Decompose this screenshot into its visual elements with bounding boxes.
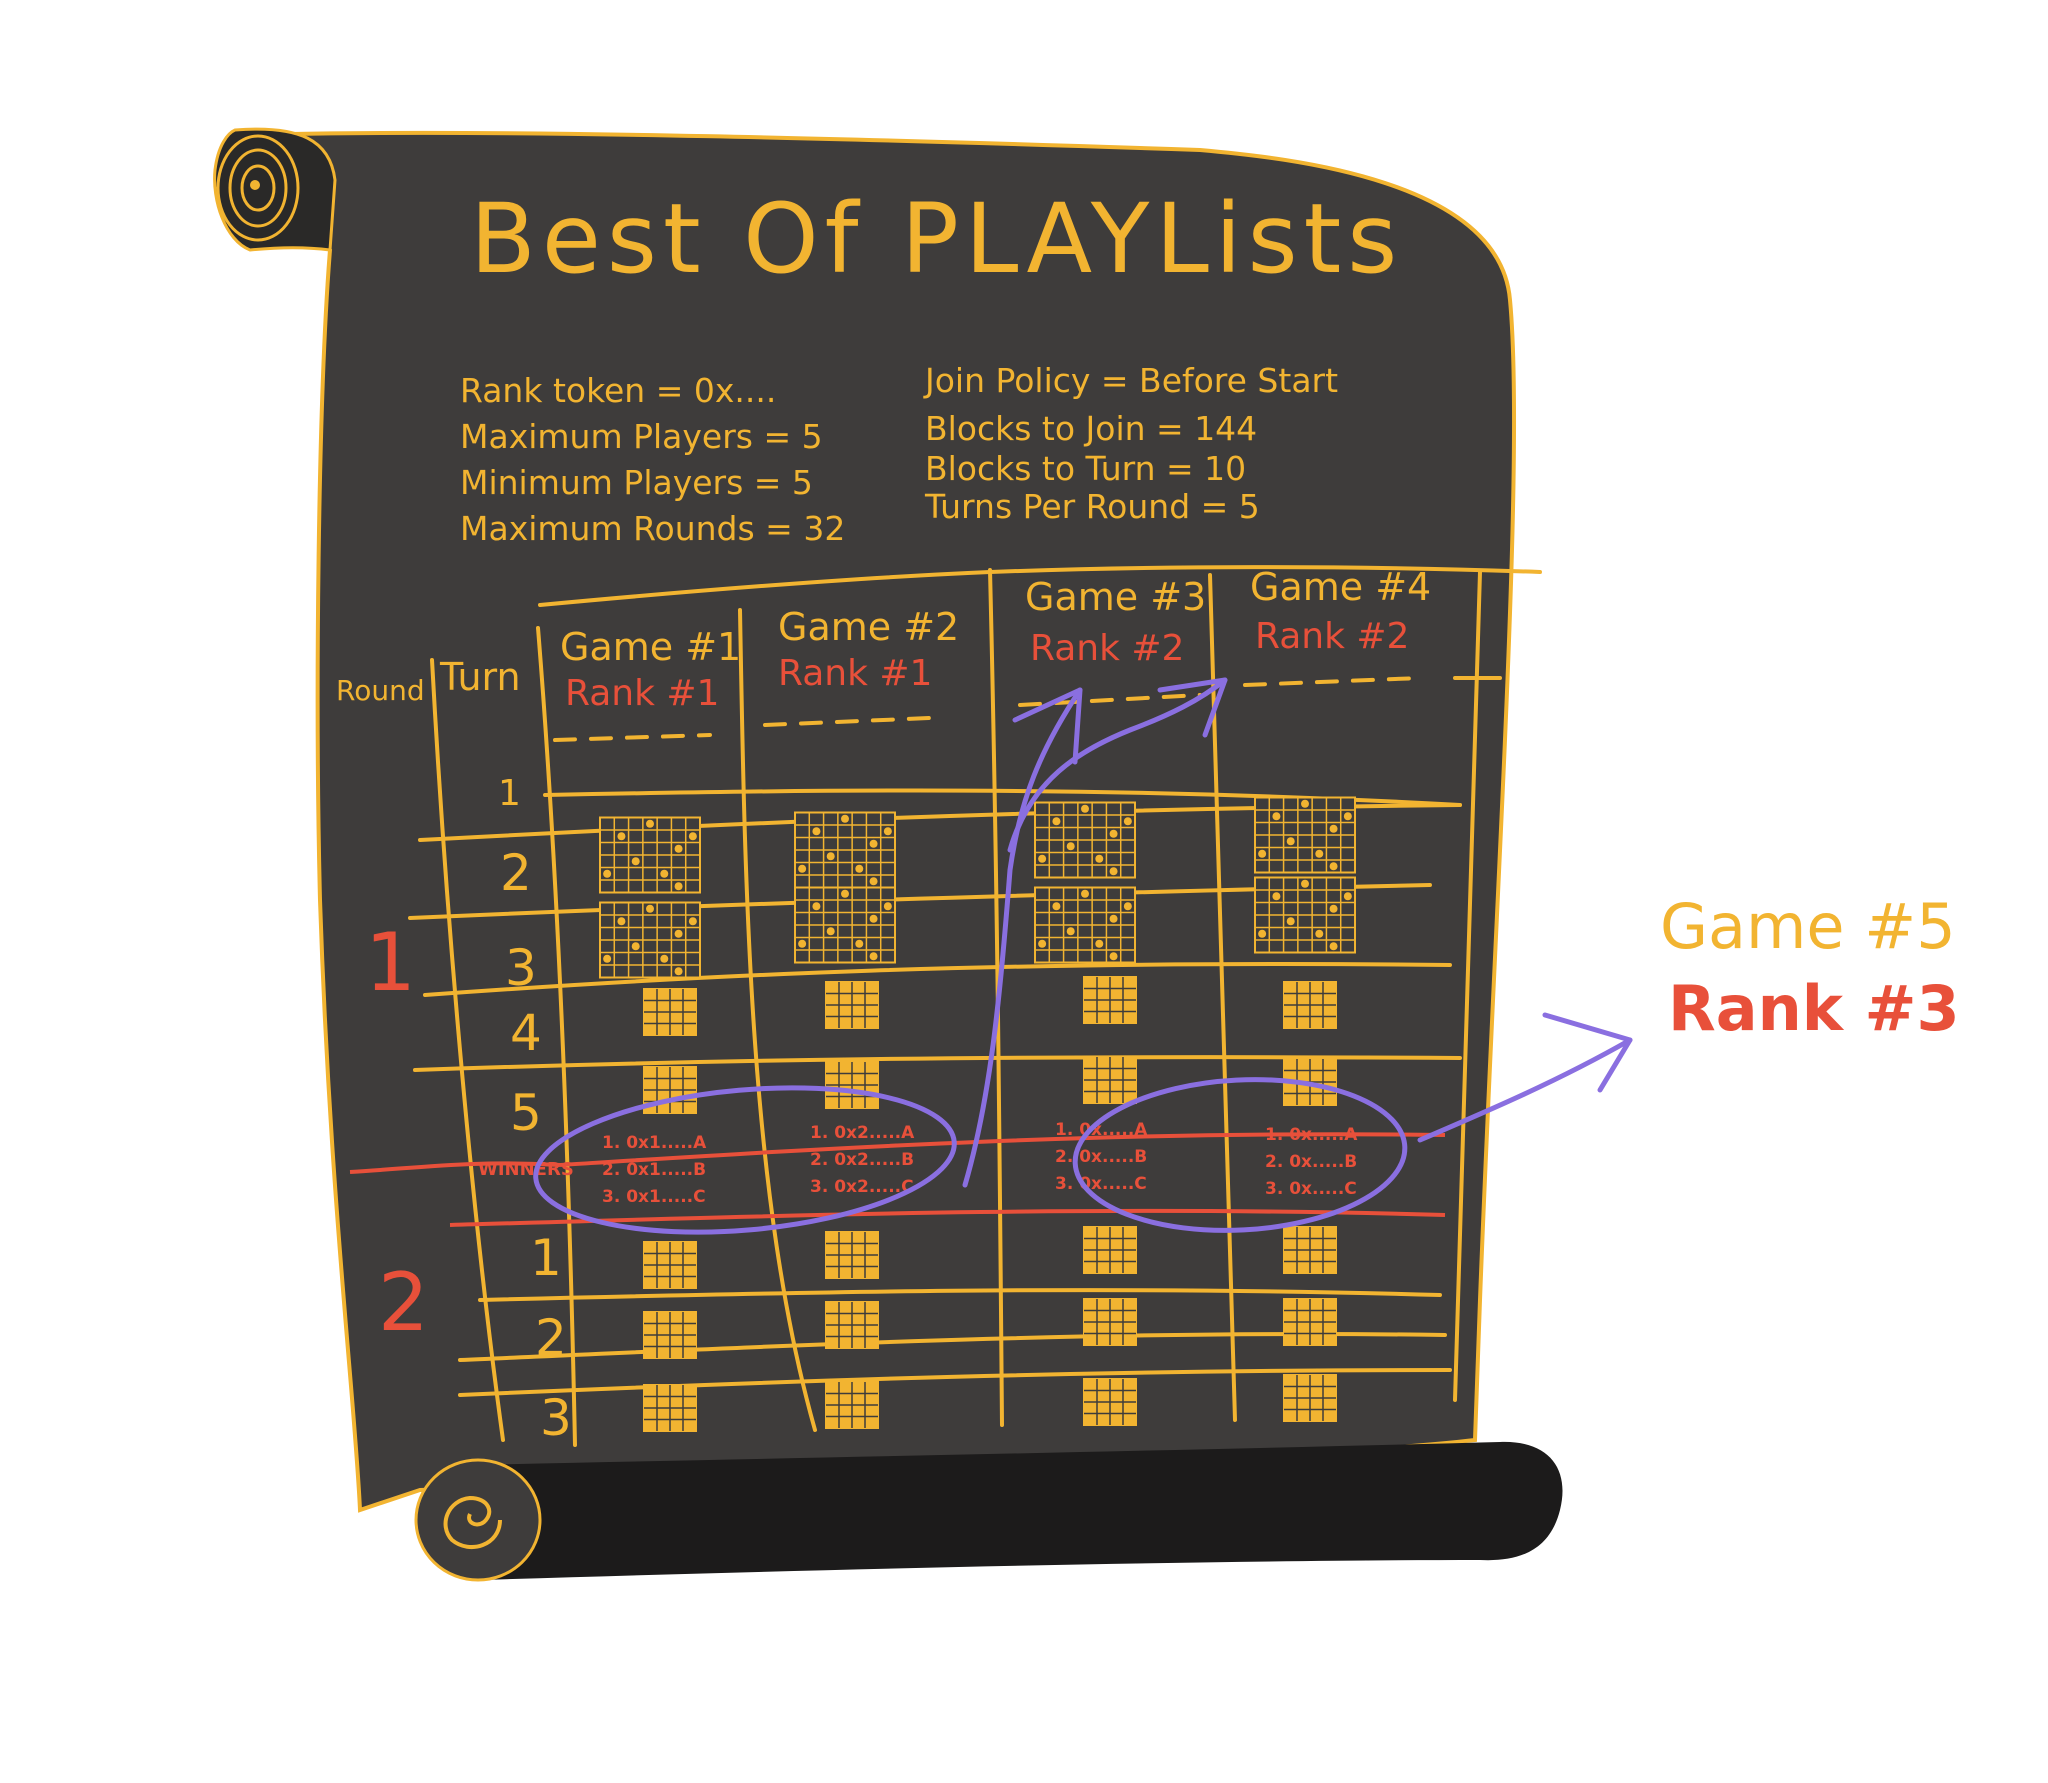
winners-circle-right bbox=[1072, 1077, 1408, 1233]
winner-g4-2: 2. 0x.....B bbox=[1265, 1152, 1357, 1172]
winner-g1-2: 2. 0x1.....B bbox=[602, 1160, 706, 1180]
winner-g4-3: 3. 0x.....C bbox=[1265, 1179, 1357, 1199]
game-1-rank: Rank #1 bbox=[565, 673, 719, 714]
board-r1-t3-g2 bbox=[794, 886, 896, 964]
r2-turn-3: 3 bbox=[540, 1389, 572, 1447]
promotion-annotations bbox=[533, 677, 1633, 1235]
r1-turn-2: 2 bbox=[500, 844, 532, 902]
param-turns-per-round: Turns Per Round = 5 bbox=[924, 487, 1260, 526]
promotion-game-name: Game #5 bbox=[1660, 890, 1956, 963]
board-r1-t3-g4 bbox=[1254, 876, 1356, 954]
game-1-name: Game #1 bbox=[560, 625, 741, 669]
board-r1-t2-g1 bbox=[599, 816, 701, 894]
arrow-to-game-5 bbox=[1417, 1037, 1633, 1143]
board-r2-t1-g3 bbox=[1083, 1226, 1137, 1274]
r2-turn-1: 1 bbox=[530, 1229, 562, 1287]
board-r2-t3-g1 bbox=[643, 1384, 697, 1432]
board-r2-t1-g2 bbox=[825, 1231, 879, 1279]
params-right: Join Policy = Before Start Blocks to Joi… bbox=[923, 361, 1338, 526]
game-2-rank: Rank #1 bbox=[778, 653, 932, 694]
winner-g3-3: 3. 0x.....C bbox=[1055, 1174, 1147, 1194]
bottom-roll bbox=[414, 1441, 1563, 1582]
round-1-label: 1 bbox=[365, 916, 416, 1009]
board-r2-t1-g4 bbox=[1283, 1226, 1337, 1274]
param-blocks-to-turn: Blocks to Turn = 10 bbox=[925, 449, 1246, 488]
param-min-players: Minimum Players = 5 bbox=[460, 463, 813, 502]
round-header: Round bbox=[336, 674, 425, 707]
winner-g2-2: 2. 0x2.....B bbox=[810, 1150, 914, 1170]
params-left: Rank token = 0x.... Maximum Players = 5 … bbox=[460, 371, 845, 548]
winner-g3-1: 1. 0x.....A bbox=[1055, 1120, 1148, 1140]
turn-numbers: 1 2 3 4 5 1 2 3 bbox=[498, 773, 572, 1447]
arrow-to-game-4 bbox=[1007, 677, 1228, 853]
board-r2-t3-g3 bbox=[1083, 1378, 1137, 1426]
winner-g2-1: 1. 0x2.....A bbox=[810, 1123, 915, 1143]
game-2-name: Game #2 bbox=[778, 605, 959, 649]
winners-game-3: 1. 0x.....A 2. 0x.....B 3. 0x.....C bbox=[1055, 1120, 1148, 1194]
board-r2-t2-g4 bbox=[1283, 1298, 1337, 1346]
game-headers: Game #1 Rank #1 Game #2 Rank #1 Game #3 … bbox=[560, 565, 1431, 714]
game-3-rank: Rank #2 bbox=[1030, 628, 1184, 669]
board-r1-t3-g3 bbox=[1034, 886, 1136, 964]
param-max-players: Maximum Players = 5 bbox=[460, 417, 823, 456]
board-r1-t2-g3 bbox=[1034, 801, 1136, 879]
board-r1-t4-g1 bbox=[643, 988, 697, 1036]
r1-turn-1: 1 bbox=[498, 773, 521, 814]
board-r2-t2-g1 bbox=[643, 1311, 697, 1359]
board-r1-t4-g2 bbox=[825, 981, 879, 1029]
board-r1-t3-g1 bbox=[599, 901, 701, 979]
winners-label: WINNERS bbox=[478, 1159, 574, 1180]
promotion-game-rank: Rank #3 bbox=[1668, 972, 1960, 1045]
winner-g3-2: 2. 0x.....B bbox=[1055, 1147, 1147, 1167]
param-max-rounds: Maximum Rounds = 32 bbox=[460, 509, 845, 548]
top-curl bbox=[213, 127, 337, 252]
r2-turn-2: 2 bbox=[535, 1309, 567, 1367]
game-4-rank: Rank #2 bbox=[1255, 616, 1409, 657]
param-join-policy: Join Policy = Before Start bbox=[923, 361, 1338, 400]
arrow-to-game-3 bbox=[962, 687, 1083, 1188]
board-r2-t2-g2 bbox=[825, 1301, 879, 1349]
winner-g4-1: 1. 0x.....A bbox=[1265, 1125, 1358, 1145]
winners-circle-left bbox=[533, 1085, 957, 1235]
board-r1-t4-g4 bbox=[1283, 981, 1337, 1029]
board-r2-t3-g2 bbox=[825, 1381, 879, 1429]
board-r2-t3-g4 bbox=[1283, 1374, 1337, 1422]
board-r2-t1-g1 bbox=[643, 1241, 697, 1289]
param-rank-token: Rank token = 0x.... bbox=[460, 371, 776, 410]
r1-turn-5: 5 bbox=[510, 1084, 542, 1142]
winner-g1-1: 1. 0x1.....A bbox=[602, 1133, 707, 1153]
winners-game-1: 1. 0x1.....A 2. 0x1.....B 3. 0x1.....C bbox=[602, 1133, 707, 1207]
board-r1-t4-g3 bbox=[1083, 976, 1137, 1024]
board-r1-t2-g2 bbox=[794, 811, 896, 889]
round-2-label: 2 bbox=[378, 1256, 429, 1349]
game-3-name: Game #3 bbox=[1025, 575, 1206, 619]
r1-turn-4: 4 bbox=[510, 1004, 542, 1062]
winners-game-2: 1. 0x2.....A 2. 0x2.....B 3. 0x2.....C bbox=[810, 1123, 915, 1197]
board-r1-t5-g2 bbox=[825, 1061, 879, 1109]
r1-turn-3: 3 bbox=[505, 939, 537, 997]
board-r2-t2-g3 bbox=[1083, 1298, 1137, 1346]
board-r1-t2-g4 bbox=[1254, 796, 1356, 874]
page-title: Best Of PLAYLists bbox=[470, 183, 1403, 295]
param-blocks-to-join: Blocks to Join = 144 bbox=[925, 409, 1257, 448]
winners-game-4: 1. 0x.....A 2. 0x.....B 3. 0x.....C bbox=[1265, 1125, 1358, 1199]
game-4-name: Game #4 bbox=[1250, 565, 1431, 609]
turn-header: Turn bbox=[439, 655, 521, 699]
winner-g2-3: 3. 0x2.....C bbox=[810, 1177, 914, 1197]
winner-g1-3: 3. 0x1.....C bbox=[602, 1187, 706, 1207]
board-r1-t5-g3 bbox=[1083, 1056, 1137, 1104]
